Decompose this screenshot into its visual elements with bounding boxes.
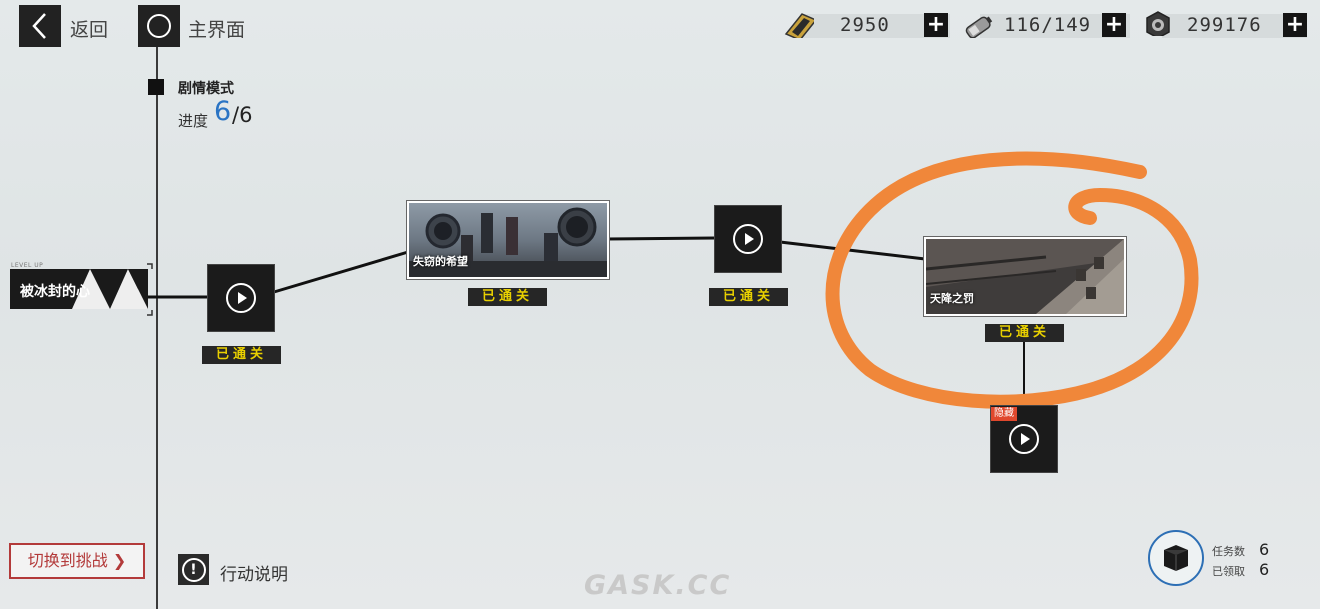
- orange-annotation-circle: [825, 151, 1199, 409]
- stage-card-2-image: [926, 239, 1124, 314]
- ticket-icon: [784, 13, 814, 38]
- stage-card-1-title: 失窃的希望: [413, 255, 468, 268]
- home-circle-icon: [147, 14, 171, 38]
- add-ticket-button[interactable]: +: [924, 13, 948, 37]
- task-box-button[interactable]: [1148, 530, 1204, 586]
- add-coins-button[interactable]: +: [1283, 13, 1307, 37]
- first-stage-pattern: [72, 269, 148, 309]
- play-icon: [1009, 424, 1039, 454]
- claimed-value: 6: [1259, 560, 1270, 579]
- mode-title: 剧情模式: [178, 81, 234, 97]
- stage-node-2[interactable]: [715, 206, 781, 272]
- hidden-tag: 隐藏: [991, 407, 1017, 421]
- mode-marker-icon: [148, 79, 164, 95]
- stage-card-1[interactable]: 失窃的希望: [407, 201, 609, 279]
- switch-to-challenge-button[interactable]: 切换到挑战 ❯: [9, 543, 145, 579]
- stage-first[interactable]: 被冰封的心: [10, 269, 148, 309]
- resource-strip-3: [1162, 14, 1307, 38]
- progress-total: /6: [232, 103, 253, 127]
- resource-value-battery: 116/149: [1004, 14, 1092, 36]
- task-count-label: 任务数: [1212, 545, 1245, 558]
- back-button[interactable]: [19, 5, 61, 47]
- task-count-value: 6: [1259, 540, 1270, 559]
- stage-first-title: 被冰封的心: [20, 284, 90, 300]
- stage-node-1[interactable]: [208, 265, 274, 331]
- stage-card-2-title: 天降之罚: [930, 292, 974, 305]
- timeline-divider: [156, 40, 158, 609]
- stage-card-1-image: [409, 203, 607, 277]
- home-label[interactable]: 主界面: [188, 19, 246, 41]
- play-icon: [733, 224, 763, 254]
- bracket-icon: [147, 263, 153, 316]
- resource-value-ticket: 2950: [840, 14, 890, 36]
- home-button[interactable]: [138, 5, 180, 47]
- action-info-label[interactable]: 行动说明: [220, 565, 288, 585]
- info-button[interactable]: !: [178, 554, 209, 585]
- crate-icon: [1164, 545, 1188, 571]
- resource-value-coins: 299176: [1187, 14, 1262, 36]
- back-label[interactable]: 返回: [70, 19, 109, 41]
- claimed-label: 已领取: [1212, 565, 1245, 578]
- stage-node-1-status: 已通关: [202, 346, 281, 364]
- add-battery-button[interactable]: +: [1102, 13, 1126, 37]
- stage-node-2-status: 已通关: [709, 288, 788, 306]
- chevron-left-icon: [32, 13, 46, 39]
- level-up-tag: LEVEL UP: [11, 262, 44, 269]
- progress-current: 6: [214, 96, 232, 127]
- stage-card-1-status: 已通关: [468, 288, 547, 306]
- exclamation-icon: !: [181, 557, 206, 582]
- progress-label: 进度: [178, 112, 209, 130]
- watermark: GASK.CC: [584, 570, 732, 601]
- stage-card-2-status: 已通关: [985, 324, 1064, 342]
- stage-card-2[interactable]: 天降之罚: [924, 237, 1126, 316]
- play-icon: [226, 283, 256, 313]
- battery-icon: [965, 16, 993, 38]
- gear-coin-icon: [1146, 11, 1170, 36]
